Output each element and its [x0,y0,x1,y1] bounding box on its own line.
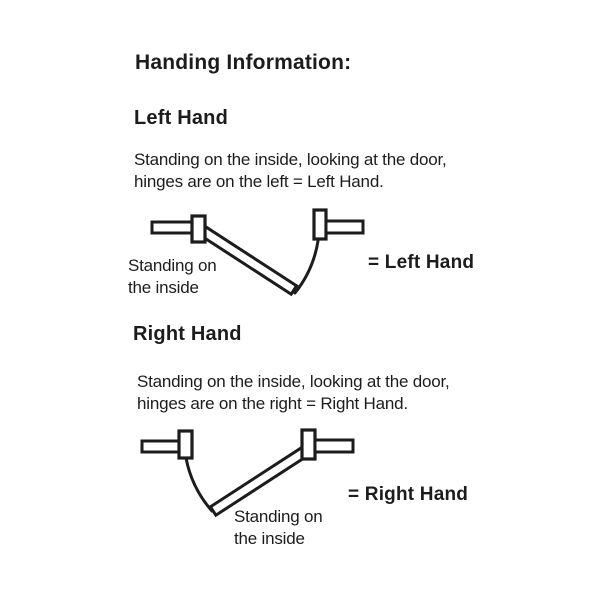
latch-jamb-icon [312,208,328,241]
left-hand-description-line1: Standing on the inside, looking at the d… [134,150,447,169]
wall-segment-left-icon [150,220,197,235]
wall-segment-left-icon [140,439,182,454]
door-swing-arc-icon [184,456,214,513]
left-hand-heading: Left Hand [134,107,229,129]
right-hand-description-line1: Standing on the inside, looking at the d… [137,372,450,391]
right-hand-description-line2: hinges are on the right = Right Hand. [137,394,408,413]
wall-segment-right-icon [324,219,365,235]
left-hand-diagram [150,208,365,297]
left-diagram-standing-label-line2: the inside [128,278,199,297]
left-hand-description: Standing on the inside, looking at the d… [134,149,447,193]
left-diagram-standing-label: Standing on the inside [128,255,217,299]
right-hand-heading: Right Hand [133,323,242,345]
right-hand-result-label: = Right Hand [348,484,469,505]
wall-segment-right-icon [313,438,355,454]
latch-jamb-icon [177,429,194,460]
right-diagram-standing-label: Standing on the inside [234,506,323,550]
left-hand-description-line2: hinges are on the left = Left Hand. [134,172,384,191]
door-swing-arc-icon [293,239,320,295]
right-hand-diagram [140,428,355,518]
page-title: Handing Information: [135,51,352,74]
right-diagram-standing-label-line2: the inside [234,529,305,548]
left-hand-result-label: = Left Hand [368,252,475,273]
right-diagram-standing-label-line1: Standing on [234,507,323,526]
left-diagram-standing-label-line1: Standing on [128,256,217,275]
hinge-jamb-icon [190,214,207,244]
hinge-jamb-icon [300,428,317,461]
right-hand-description: Standing on the inside, looking at the d… [137,371,450,415]
